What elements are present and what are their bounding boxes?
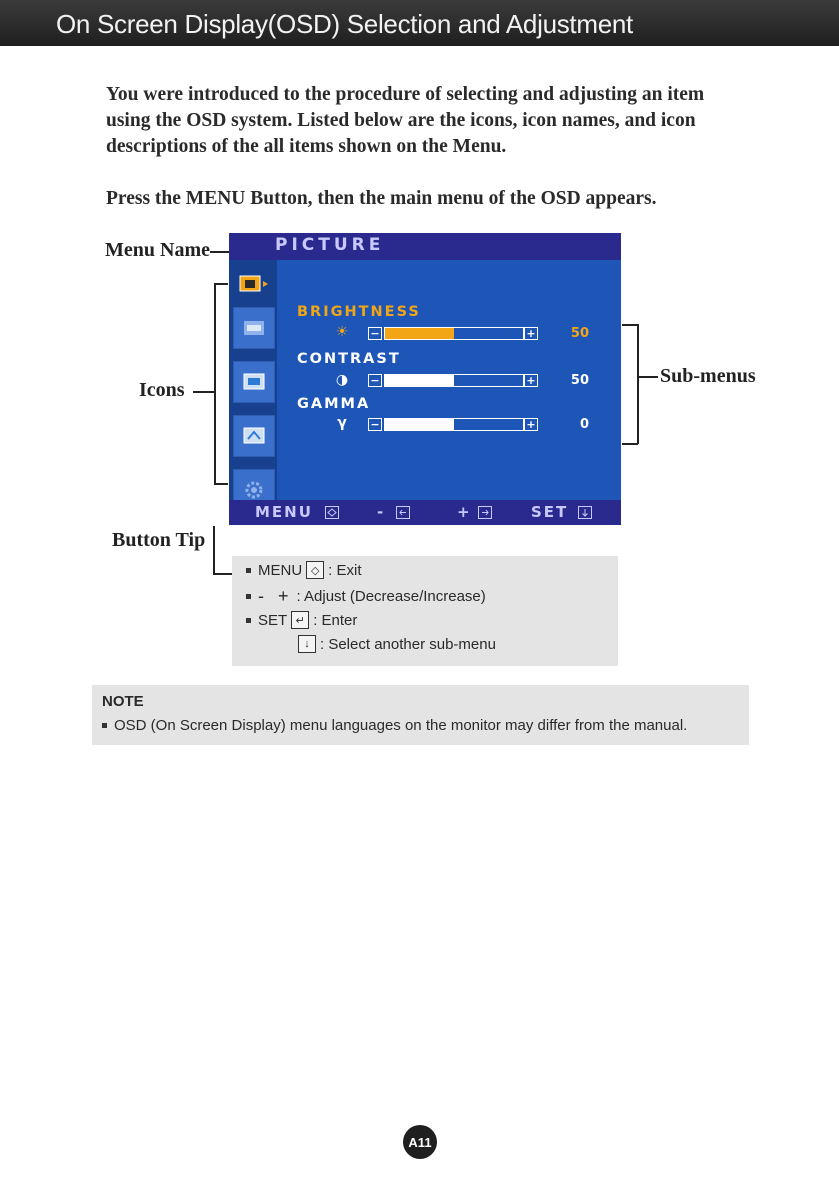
plus-icon: + <box>524 327 538 340</box>
contrast-icon: ◑ <box>335 372 349 388</box>
setup-icon[interactable] <box>233 415 275 457</box>
osd-tip-plus: + <box>457 503 472 521</box>
button-tip-box: MENU ◇ : Exit - + : Adjust (Decrease/Inc… <box>232 556 618 666</box>
osd-icon-column <box>229 260 277 511</box>
osd-title-bar: PICTURE <box>229 233 621 260</box>
exit-key-icon: ◇ <box>306 561 325 579</box>
minus-icon: − <box>368 327 382 340</box>
tip-row-adjust: - + : Adjust (Decrease/Increase) <box>246 586 486 607</box>
intro-paragraph-2: Press the MENU Button, then the main men… <box>106 188 657 209</box>
tip-set-text: : Enter <box>313 611 358 629</box>
callout-line-icons <box>193 391 214 393</box>
right-arrow-icon <box>478 506 492 519</box>
bracket-icons-top <box>214 283 228 285</box>
gamma-slider[interactable]: − + <box>368 418 538 431</box>
down-key-icon: ↓ <box>298 635 316 653</box>
note-text-row: OSD (On Screen Display) menu languages o… <box>102 717 687 734</box>
callout-button-tip: Button Tip <box>112 529 206 551</box>
tip-select-text: : Select another sub-menu <box>320 635 496 653</box>
osd-tip-minus: - <box>377 503 386 521</box>
brightness-value: 50 <box>570 326 589 341</box>
gamma-fill <box>385 419 454 430</box>
gamma-value: 0 <box>579 417 589 432</box>
tip-menu-key: MENU <box>258 561 303 579</box>
bullet-icon <box>102 723 107 728</box>
gamma-icon: γ <box>337 415 347 431</box>
osd-tip-menu: MENU <box>255 503 313 521</box>
tip-row-menu: MENU ◇ : Exit <box>246 561 362 579</box>
osd-screen: PICTURE BRIGHTNESS ☀ − + 50 CONTRAST ◑ −… <box>229 233 621 525</box>
brightness-fill <box>385 328 454 339</box>
note-text: OSD (On Screen Display) menu languages o… <box>114 717 688 734</box>
exit-icon <box>325 506 339 519</box>
page-title: On Screen Display(OSD) Selection and Adj… <box>56 9 633 39</box>
note-heading: NOTE <box>102 693 144 710</box>
tip-minus: - <box>258 586 264 606</box>
intro-text: You were introduced to the procedure of … <box>106 82 746 212</box>
tip-adjust-text: : Adjust (Decrease/Increase) <box>296 588 486 605</box>
sub-menu-brightness-label[interactable]: BRIGHTNESS <box>297 304 421 320</box>
callout-line-sub-menus <box>638 376 658 378</box>
plus-icon: + <box>524 374 538 387</box>
callout-line-button-tip <box>213 573 232 575</box>
tracking-icon[interactable] <box>233 361 275 403</box>
intro-paragraph-1: You were introduced to the procedure of … <box>106 84 705 157</box>
tip-row-set: SET ↵ : Enter <box>246 611 357 629</box>
osd-tip-set: SET <box>531 503 569 521</box>
bracket-submenus-top <box>622 324 638 326</box>
tip-menu-text: : Exit <box>328 561 362 579</box>
minus-icon: − <box>368 418 382 431</box>
page-number-badge: A11 <box>403 1125 437 1159</box>
left-arrow-icon <box>396 506 410 519</box>
osd-menu-name: PICTURE <box>275 235 385 255</box>
bracket-icons <box>214 283 216 485</box>
callout-line-menu-name <box>210 251 229 253</box>
minus-icon: − <box>368 374 382 387</box>
enter-key-icon: ↵ <box>291 611 310 629</box>
tip-set-key: SET <box>258 611 288 629</box>
sub-menu-gamma-label[interactable]: GAMMA <box>297 396 371 412</box>
callout-icons: Icons <box>139 379 185 401</box>
bracket-submenus-bottom <box>622 443 638 445</box>
bullet-icon <box>246 617 251 623</box>
brightness-slider[interactable]: − + <box>368 327 538 340</box>
callout-menu-name: Menu Name <box>105 239 210 261</box>
contrast-value: 50 <box>570 373 589 388</box>
bracket-submenus <box>637 324 639 444</box>
page-header: On Screen Display(OSD) Selection and Adj… <box>0 0 839 46</box>
tip-row-select: ↓ : Select another sub-menu <box>294 635 496 653</box>
plus-icon: + <box>524 418 538 431</box>
page-number: A11 <box>408 1134 432 1150</box>
bullet-icon <box>246 594 251 599</box>
callout-sub-menus: Sub-menus <box>660 365 756 387</box>
contrast-fill <box>385 375 454 386</box>
osd-button-tip-bar: MENU - + SET <box>229 500 621 525</box>
down-arrow-icon <box>578 506 592 519</box>
contrast-slider[interactable]: − + <box>368 374 538 387</box>
bullet-icon <box>246 567 251 573</box>
bracket-icons-bottom <box>214 483 228 485</box>
sun-icon: ☀ <box>335 324 349 340</box>
color-icon[interactable] <box>233 307 275 349</box>
note-box: NOTE OSD (On Screen Display) menu langua… <box>92 685 749 745</box>
tip-plus: + <box>278 586 289 606</box>
picture-icon[interactable] <box>239 274 269 299</box>
callout-line-button-tip-vertical <box>213 526 215 575</box>
sub-menu-contrast-label[interactable]: CONTRAST <box>297 351 401 367</box>
